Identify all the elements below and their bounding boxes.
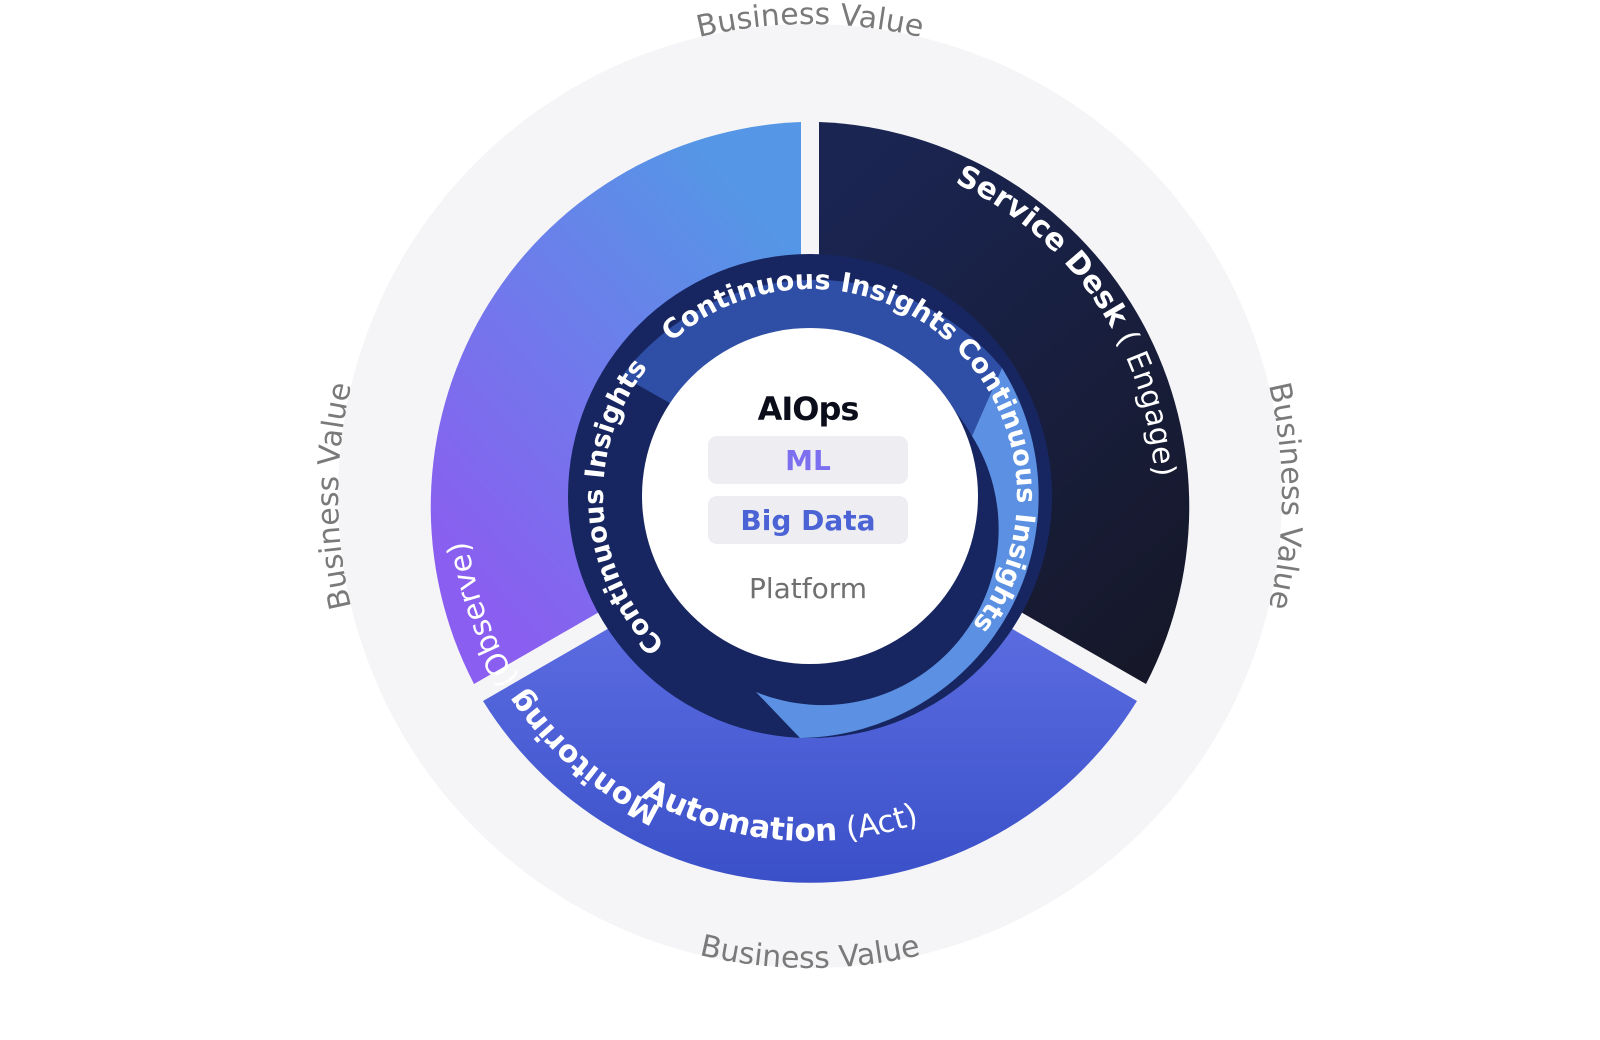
core-item-ml-label: ML xyxy=(785,443,831,477)
cycle-arrow-right xyxy=(756,368,1039,738)
cycle-arrow-top xyxy=(622,279,1002,436)
core-subtitle: Platform xyxy=(748,572,868,605)
core-item-ml: ML xyxy=(708,436,908,484)
core-title: AIOps xyxy=(757,390,860,428)
core-item-big-data: Big Data xyxy=(708,496,908,544)
core-item-big-data-label: Big Data xyxy=(740,503,876,537)
